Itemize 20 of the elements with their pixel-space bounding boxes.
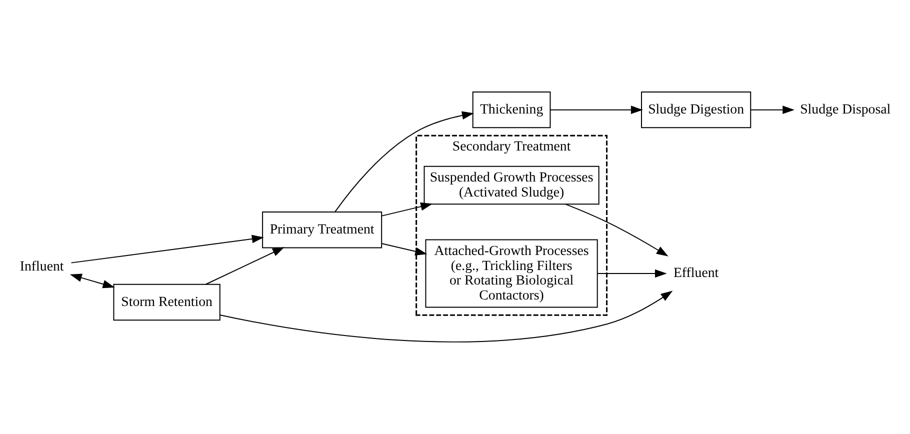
arrow [596, 269, 667, 278]
arrow [70, 274, 115, 288]
node-box: Thickening [472, 91, 551, 128]
arrow [334, 111, 474, 212]
node-box: Storm Retention [113, 284, 220, 321]
arrow [381, 243, 428, 256]
arrow [550, 106, 643, 114]
arrow [70, 234, 264, 264]
arrow [205, 247, 284, 285]
node-box: Sludge Digestion [641, 91, 752, 128]
arrow [219, 290, 673, 342]
arrow [381, 202, 433, 216]
node-box: Attached-Growth Processes (e.g., Trickling Filters or Rotating Biological Contactors) [425, 239, 598, 308]
arrow [750, 106, 795, 114]
node-text: Effluent [673, 266, 719, 282]
node-text: Influent [20, 259, 64, 274]
node-text: Sludge Disposal [800, 102, 891, 118]
node-box: Primary Treatment [262, 212, 382, 248]
arrow [565, 204, 668, 256]
node-box: Suspended Growth Processes (Activated Sludge) [424, 166, 600, 205]
